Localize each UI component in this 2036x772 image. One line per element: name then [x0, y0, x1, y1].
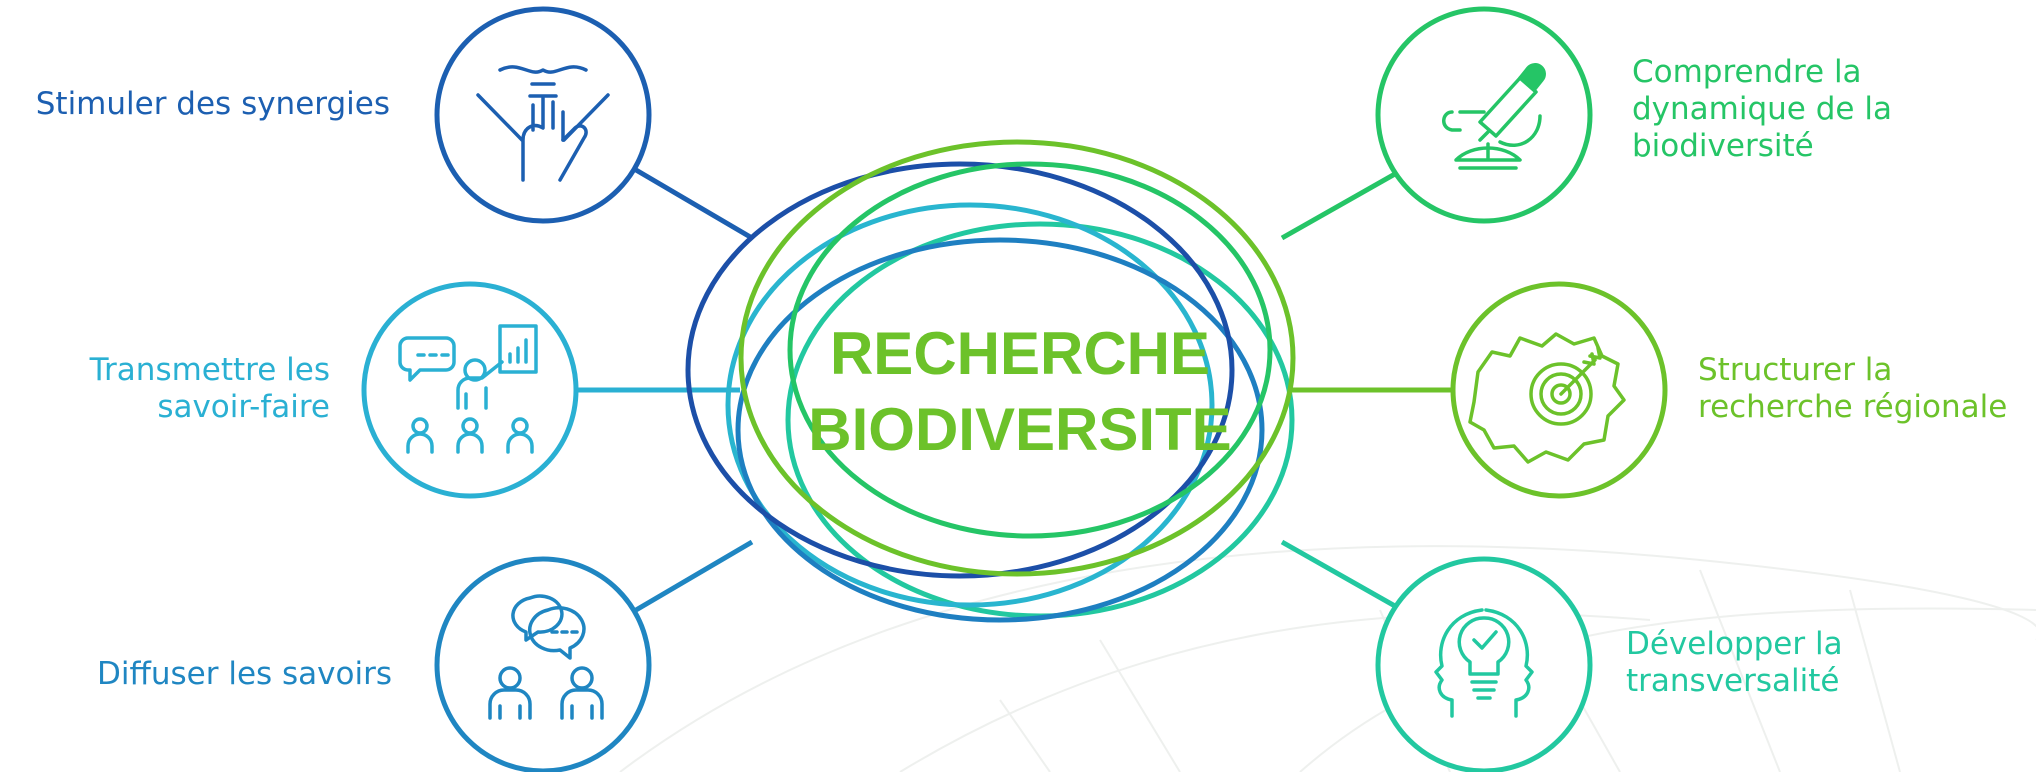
label-developper: Développer la transversalité [1626, 626, 1843, 699]
ellipse-cyan [725, 202, 1215, 608]
ellipse-green [738, 139, 1296, 577]
region-target-icon [1468, 332, 1626, 464]
label-transmettre: Transmettre les savoir-faire [89, 352, 330, 425]
center-title-line2: BIODIVERSITE [808, 396, 1231, 463]
connector-developper [1280, 539, 1404, 613]
ellipse-emerald [787, 161, 1273, 539]
speech-bubbles-people-icon [488, 594, 604, 720]
node-diffuser [434, 556, 652, 772]
node-comprendre [1375, 6, 1593, 224]
presentation-training-icon [398, 324, 538, 454]
node-transmettre [361, 281, 579, 499]
connector-synergies [634, 167, 754, 241]
label-diffuser: Diffuser les savoirs [97, 656, 392, 692]
central-ellipses [685, 139, 1296, 623]
node-synergies [434, 6, 652, 224]
label-structurer: Structurer la recherche régionale [1698, 352, 2008, 425]
microscope-icon [1442, 63, 1546, 170]
label-synergies: Stimuler des synergies [35, 86, 390, 122]
joined-hands-icon [476, 65, 610, 182]
ellipse-mid-blue [735, 237, 1265, 623]
ellipse-dark-blue [685, 161, 1235, 579]
connector-comprendre [1280, 167, 1404, 241]
node-developper [1375, 556, 1593, 772]
head-lightbulb-icon [1434, 608, 1534, 718]
label-comprendre: Comprendre la dynamique de la biodiversi… [1632, 54, 1892, 164]
center-title-line1: RECHERCHE [830, 320, 1210, 387]
connector-diffuser [634, 539, 754, 613]
node-structurer [1450, 281, 1668, 499]
